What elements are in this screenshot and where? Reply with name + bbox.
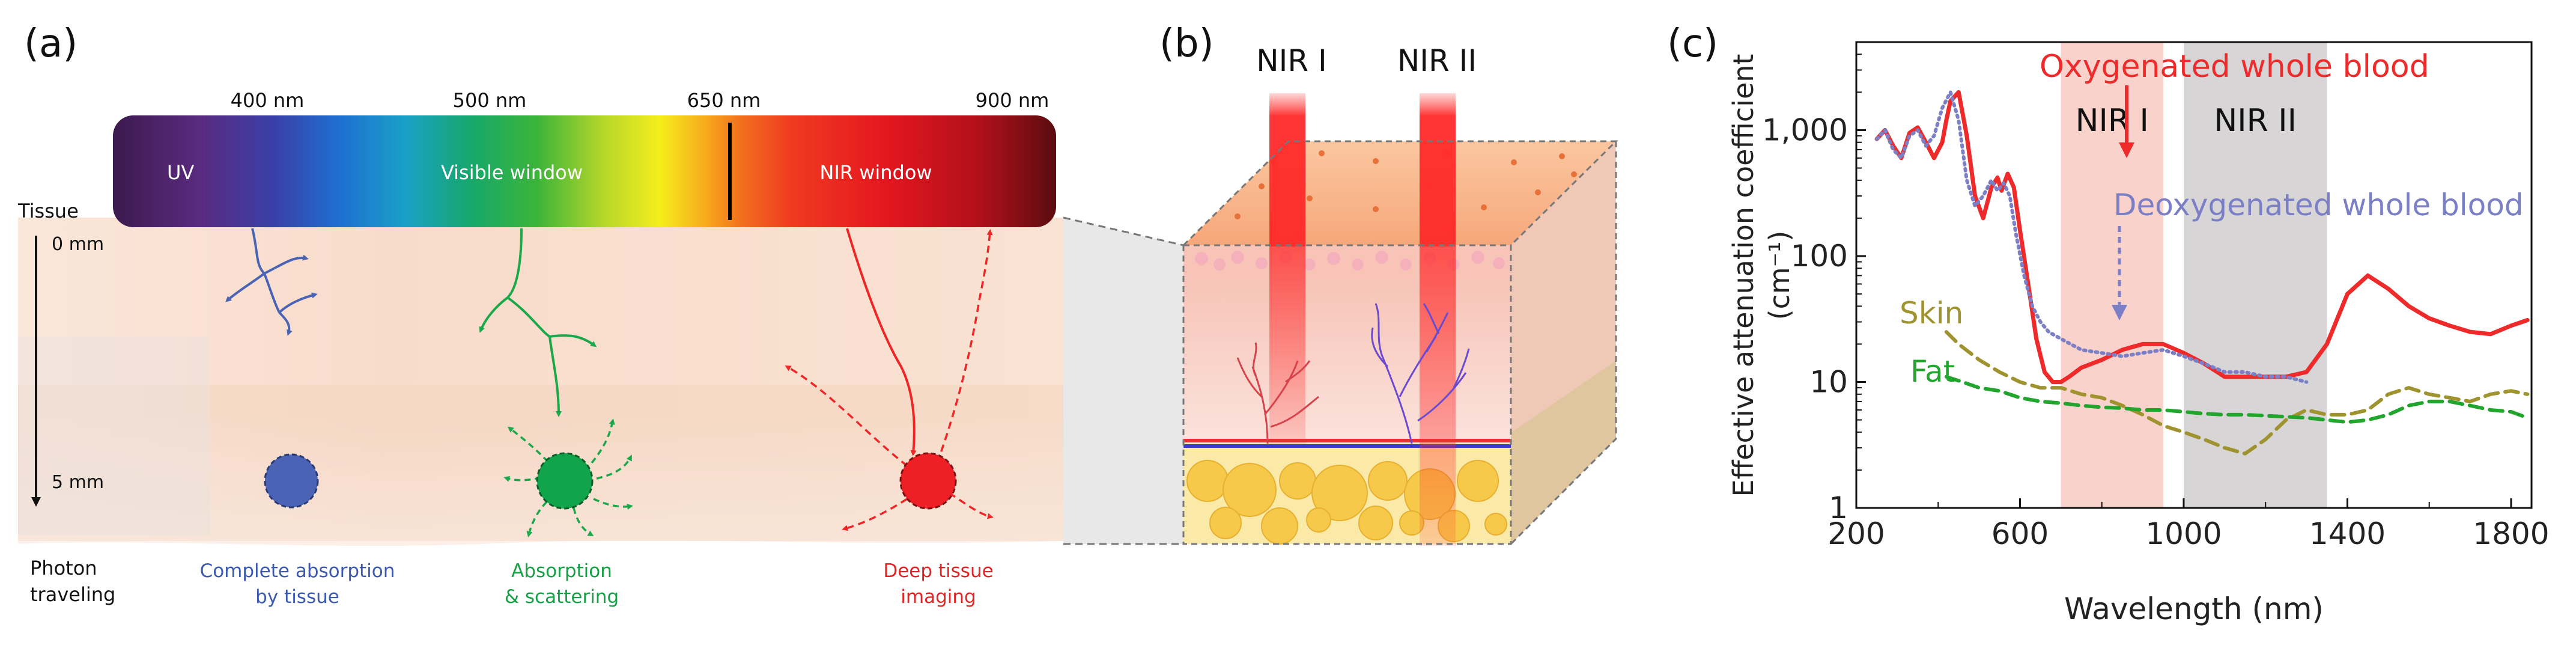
band-label-nir-ii: NIR II (2214, 103, 2297, 139)
nir2-beam-label: NIR II (1397, 43, 1477, 78)
blue-absorber (264, 453, 319, 509)
series-line-skin (1944, 330, 2530, 456)
nir1-beam (1269, 93, 1305, 246)
y-tick-label: 100 (1791, 239, 1848, 274)
epidermis-layer (1183, 245, 1511, 281)
panel-c: (c) NIR I NIR II 200 600 1000 1400 1800 1 10 10… (1667, 22, 2550, 626)
tissue-label: Tissue (17, 200, 79, 222)
nir2-beam (1420, 93, 1456, 246)
tick-900nm: 900 nm (976, 89, 1050, 112)
panel-c-label: (c) (1667, 22, 1718, 66)
caption-blue-2: by tissue (255, 586, 339, 608)
capillaries-red (1236, 342, 1319, 444)
spectrum-bar (113, 115, 1056, 227)
caption-red-2: imaging (901, 586, 976, 608)
annotation-fat: Fat (1910, 354, 1955, 389)
nir1-beam-label: NIR I (1256, 43, 1327, 78)
red-target (899, 452, 957, 510)
x-tick-label: 200 (1827, 516, 1885, 551)
y-tick-label: 1 (1829, 491, 1848, 525)
x-tick-label: 1400 (2309, 516, 2386, 551)
x-tick-label: 600 (1991, 516, 2049, 551)
series-group (1874, 90, 2530, 456)
series-line-deoxygenated-whole-blood (1875, 90, 2309, 384)
x-tick-label: 1800 (2473, 516, 2549, 551)
annotation-skin: Skin (1900, 296, 1963, 331)
band-label-nir-i: NIR I (2076, 103, 2149, 139)
green-photon-paths (479, 228, 597, 417)
caption-red-1: Deep tissue (883, 560, 993, 582)
caption-blue-1: Complete absorption (200, 560, 395, 582)
tick-500nm: 500 nm (453, 89, 527, 112)
photon-label-2: traveling (30, 583, 115, 606)
band-group (2061, 42, 2327, 508)
band-nir-ii (2183, 42, 2327, 508)
panel-b-label: (b) (1159, 22, 1214, 66)
y-tick-label: 1,000 (1762, 112, 1848, 147)
uv-label: UV (167, 161, 194, 184)
dermis-layer (1183, 281, 1511, 444)
zoom-connector (1063, 218, 1183, 544)
y-axis-label-2: (cm⁻¹) (1763, 231, 1796, 320)
x-axis-ticks: 200 600 1000 1400 1800 (1827, 498, 2550, 551)
blue-photon-paths (225, 228, 318, 336)
caption-green-1: Absorption (511, 560, 612, 582)
red-photon-paths (846, 228, 917, 456)
tick-400nm: 400 nm (231, 89, 305, 112)
panel-a: (a) UV Visible window NIR window 400 nm … (17, 22, 1184, 608)
visible-window-label: Visible window (441, 161, 583, 184)
y-tick-label: 10 (1809, 364, 1848, 399)
band-nir-i (2061, 42, 2163, 508)
x-axis-label: Wavelength (nm) (2064, 592, 2324, 626)
photon-label-1: Photon (30, 557, 97, 579)
capillaries-blue (1371, 303, 1470, 444)
y-axis-label-1: Effective attenuation coefficient (1727, 54, 1760, 497)
y-axis-ticks: 1 10 100 1,000 (1762, 41, 1866, 525)
panel-b: (b) (1159, 22, 1618, 546)
annotation-oxygenated: Oxygenated whole blood (2040, 49, 2429, 85)
series-line-fat (1944, 374, 2530, 424)
annotation-deoxygenated: Deoxygenated whole blood (2113, 188, 2524, 222)
depth-0mm: 0 mm (52, 234, 104, 255)
panel-a-label: (a) (24, 22, 77, 66)
nir-window-label: NIR window (819, 161, 932, 184)
red-scatter-arrows (785, 229, 994, 531)
caption-green-2: & scattering (505, 586, 619, 608)
series-line-oxygenated-whole-blood (1874, 90, 2530, 384)
band-label-group: NIR I NIR II (2076, 103, 2297, 139)
block-outline (1182, 140, 1618, 545)
x-tick-label: 1000 (2145, 516, 2222, 551)
tick-650nm: 650 nm (687, 89, 761, 112)
depth-5mm: 5 mm (52, 472, 104, 493)
green-scatterer (536, 452, 594, 510)
